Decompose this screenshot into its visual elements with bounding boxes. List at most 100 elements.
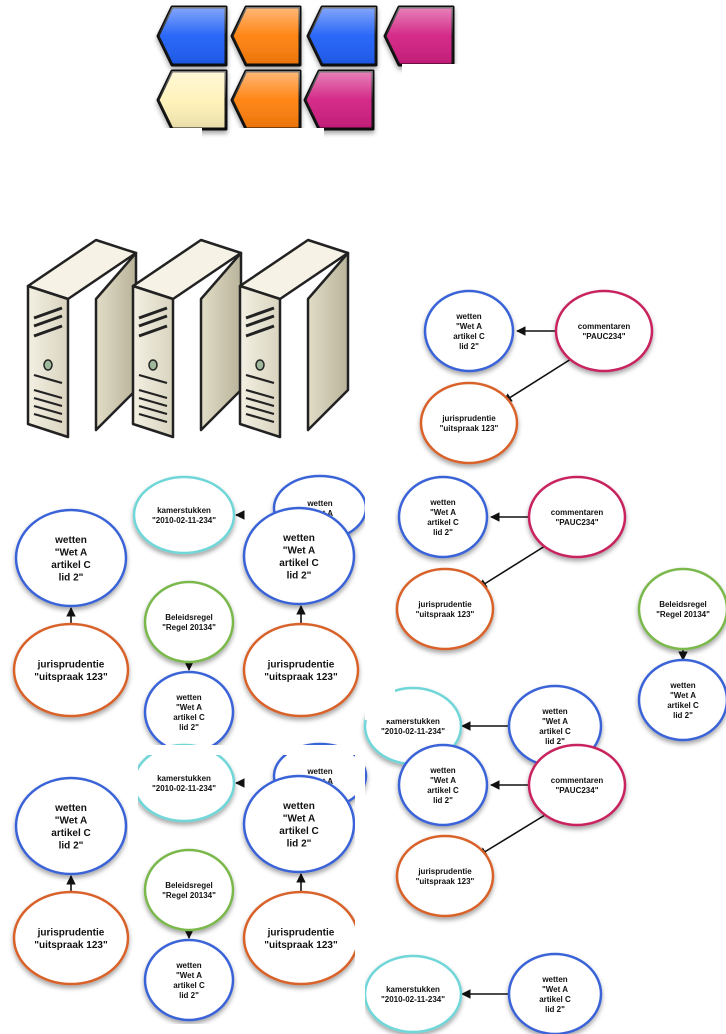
- servers-group: [26, 238, 350, 439]
- node-label-line: wetten: [54, 803, 87, 814]
- node-label-line: wetten: [541, 707, 567, 716]
- node-label-line: artikel C: [279, 826, 318, 837]
- node-label-line: lid 2": [179, 723, 199, 732]
- node-label-line: "PAUC234": [555, 786, 598, 795]
- node-commentaren: commentaren"PAUC234": [527, 743, 627, 827]
- edge-arrow: [502, 358, 572, 403]
- node-label-line: kamerstukken: [157, 506, 211, 515]
- node-jurisprudentie: jurisprudentie "uitspraak 123": [242, 890, 360, 986]
- node-label-line: artikel C: [427, 518, 459, 527]
- node-label-line: "2010-02-11-234": [152, 784, 216, 793]
- node-label-line: lid 2": [59, 840, 84, 851]
- node-label-line: "uitspraak 123": [34, 672, 108, 683]
- crop-mask: [365, 470, 395, 720]
- node-label-line: "Wet A: [430, 508, 456, 517]
- node-label-line: artikel C: [279, 558, 318, 569]
- node-label-line: lid 2": [545, 1005, 565, 1014]
- node-label-line: "uitspraak 123": [34, 940, 108, 951]
- crop-mask: [0, 745, 365, 755]
- node-label-line: wetten: [669, 681, 695, 690]
- node-label-line: Beleidsregel: [165, 613, 213, 622]
- server-unit: [238, 238, 350, 439]
- tag-magenta: [383, 5, 455, 67]
- edge-arrow: [477, 545, 546, 589]
- node-label-line: jurisprudentie: [37, 659, 105, 670]
- node-label-line: "Wet A: [176, 703, 202, 712]
- node-label-line: "Wet A: [283, 545, 316, 556]
- tag-cream: [156, 69, 228, 131]
- node-label-line: Beleidsregel: [659, 600, 707, 609]
- node-label-line: kamerstukken: [386, 985, 440, 994]
- node-label-line: commentaren: [551, 776, 604, 785]
- node-label-line: lid 2": [59, 572, 84, 583]
- node-label-line: "Regel 20134": [162, 623, 216, 632]
- node-label-line: jurisprudentie: [267, 927, 335, 938]
- node-jurisprudentie: jurisprudentie"uitspraak 123": [12, 890, 130, 986]
- node-label-line: lid 2": [287, 570, 312, 581]
- crop-mask: [150, 128, 202, 160]
- node-label-line: lid 2": [433, 796, 453, 805]
- node-label-line: artikel C: [51, 828, 90, 839]
- node-label-line: lid 2": [433, 528, 453, 537]
- node-label-line: lid 2": [545, 737, 565, 746]
- tag-orange: [230, 5, 302, 67]
- node-kamerstukken: kamerstukken"2010-02-11-234": [132, 743, 236, 823]
- node-label-line: "Wet A: [542, 985, 568, 994]
- node-label-line: "Wet A: [456, 322, 482, 331]
- crop-mask: [402, 64, 462, 160]
- node-label-line: "Wet A: [55, 815, 88, 826]
- node-label-line: jurisprudentie: [441, 414, 496, 423]
- node-label-line: "Wet A: [176, 971, 202, 980]
- node-label-line: artikel C: [173, 981, 205, 990]
- server-unit: [131, 238, 243, 439]
- node-label-line: lid 2": [179, 991, 199, 1000]
- node-label-line: "Wet A: [430, 776, 456, 785]
- node-jurisprudentie: jurisprudentie"uitspraak 123": [395, 567, 495, 651]
- node-label-line: "Wet A: [670, 691, 696, 700]
- server-unit: [26, 238, 138, 439]
- node-label-line: artikel C: [51, 560, 90, 571]
- node-label-line: "2010-02-11-234": [152, 516, 216, 525]
- edges-group: [66, 326, 688, 999]
- node-label-line: "uitspraak 123": [264, 940, 338, 951]
- node-label-line: lid 2": [459, 342, 479, 351]
- node-jurisprudentie: jurisprudentie"uitspraak 123": [395, 834, 495, 918]
- node-label-line: "Regel 20134": [656, 610, 710, 619]
- crop-mask: [128, 745, 138, 865]
- node-label-line: "uitspraak 123": [264, 672, 338, 683]
- node-label-line: artikel C: [427, 786, 459, 795]
- node-label-line: commentaren: [578, 322, 631, 331]
- node-beleidsregel: Beleidsregel"Regel 20134": [143, 580, 235, 664]
- node-label-line: wetten: [282, 801, 315, 812]
- node-kamerstukken: kamerstukken"2010-02-11-234": [363, 954, 463, 1034]
- node-label-line: wetten: [175, 961, 201, 970]
- node-label-line: "Wet A: [542, 717, 568, 726]
- node-label-line: "PAUC234": [555, 518, 598, 527]
- node-label-line: "2010-02-11-234": [381, 995, 445, 1004]
- tag-magenta: [303, 69, 375, 131]
- node-jurisprudentie: jurisprudentie "uitspraak 123": [12, 622, 130, 718]
- crop-mask: [232, 128, 324, 160]
- node-label-line: artikel C: [539, 995, 571, 1004]
- node-label-line: "Wet A: [55, 547, 88, 558]
- node-label-line: "uitspraak 123": [416, 610, 475, 619]
- crop-mask: [462, 0, 726, 160]
- node-label-line: "uitspraak 123": [416, 877, 475, 886]
- node-commentaren: commentaren"PAUC234": [527, 475, 627, 559]
- node-jurisprudentie: jurisprudentie"uitspraak 123": [242, 622, 360, 718]
- node-label-line: jurisprudentie: [417, 600, 472, 609]
- node-label-line: wetten: [429, 766, 455, 775]
- node-label-line: kamerstukken: [157, 774, 211, 783]
- tag-blue: [156, 5, 228, 67]
